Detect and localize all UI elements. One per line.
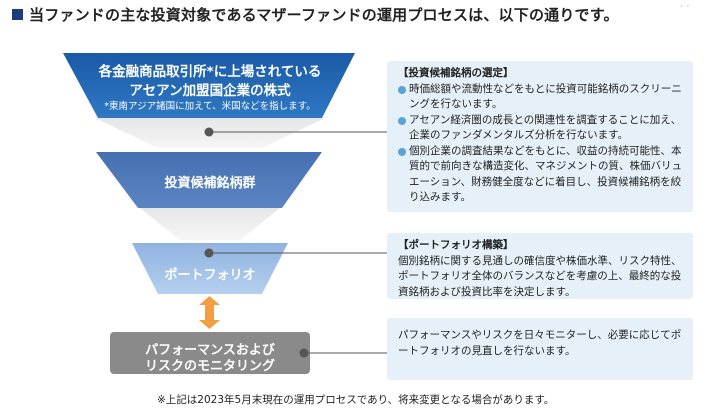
bullet-dot-icon [398, 116, 406, 125]
connector-dot [204, 127, 214, 137]
funnel-universe-shape [63, 53, 355, 118]
selection-bullet: アセアン経済圏の成長との関連性を調査することに加え、企業のファンダメンタルズ分析… [398, 113, 683, 144]
selection-box: 【投資候補銘柄の選定】 時価総額や流動性などをもとに投資可能銘柄のスクリーニング… [387, 61, 693, 212]
monitoring-shape [110, 332, 310, 374]
monitoring-line2: リスクのモニタリング [144, 359, 275, 374]
universe-line2: アセアン加盟国企業の株式 [129, 83, 291, 99]
selection-title: 【投資候補銘柄の選定】 [398, 67, 514, 79]
selection-bullet-text: 個別企業の調査結果などをもとに、収益の持続可能性、本質的で前向きな構造変化、マネ… [409, 144, 682, 204]
connector-dot [299, 348, 309, 358]
monitoring-text: パフォーマンスやリスクを日々モニターし、必要に応じてポートフォリオの見直しを行な… [398, 329, 682, 357]
funnel-shade-2 [140, 208, 280, 240]
bullet-dot-icon [398, 85, 406, 94]
page-mark: ʼ ʼ [680, 4, 690, 15]
funnel-candidates-shape [96, 152, 322, 208]
construction-title: 【ポートフォリオ構築】 [398, 239, 514, 251]
universe-line1: 各金融商品取引所*に上場されている [98, 64, 322, 80]
connector-lines [209, 131, 387, 354]
footnote: ※上記は2023年5月末現在の運用プロセスであり、将来変更となる場合があります。 [157, 394, 555, 406]
header-square-icon [12, 9, 23, 20]
monitoring-line1: パフォーマンスおよび [145, 343, 275, 358]
candidates-label: 投資候補銘柄群 [164, 176, 256, 191]
selection-bullet: 個別企業の調査結果などをもとに、収益の持続可能性、本質的で前向きな構造変化、マネ… [398, 144, 683, 206]
bidirectional-arrow-icon [199, 296, 220, 329]
monitoring-box: パフォーマンスやリスクを日々モニターし、必要に応じてポートフォリオの見直しを行な… [387, 318, 693, 380]
construction-box: 【ポートフォリオ構築】 個別銘柄に関する見通しの確信度や株価水準、リスク特性、ポ… [387, 233, 693, 299]
connector-dot [204, 248, 214, 258]
page-title: 当ファンドの主な投資対象であるマザーファンドの運用プロセスは、以下の通りです。 [29, 6, 619, 24]
universe-note: *東南アジア諸国に加えて、米国などを指します。 [104, 101, 316, 112]
selection-bullet: 時価総額や流動性などをもとに投資可能銘柄のスクリーニングを行ないます。 [398, 82, 683, 113]
funnel-portfolio-shape [132, 243, 288, 294]
portfolio-label: ポートフォリオ [164, 268, 256, 283]
construction-text: 個別銘柄に関する見通しの確信度や株価水準、リスク特性、ポートフォリオ全体のバラン… [398, 254, 682, 298]
selection-bullet-text: アセアン経済圏の成長との関連性を調査することに加え、企業のファンダメンタルズ分析… [409, 113, 682, 142]
selection-bullet-text: 時価総額や流動性などをもとに投資可能銘柄のスクリーニングを行ないます。 [409, 82, 682, 111]
bullet-dot-icon [398, 147, 406, 156]
